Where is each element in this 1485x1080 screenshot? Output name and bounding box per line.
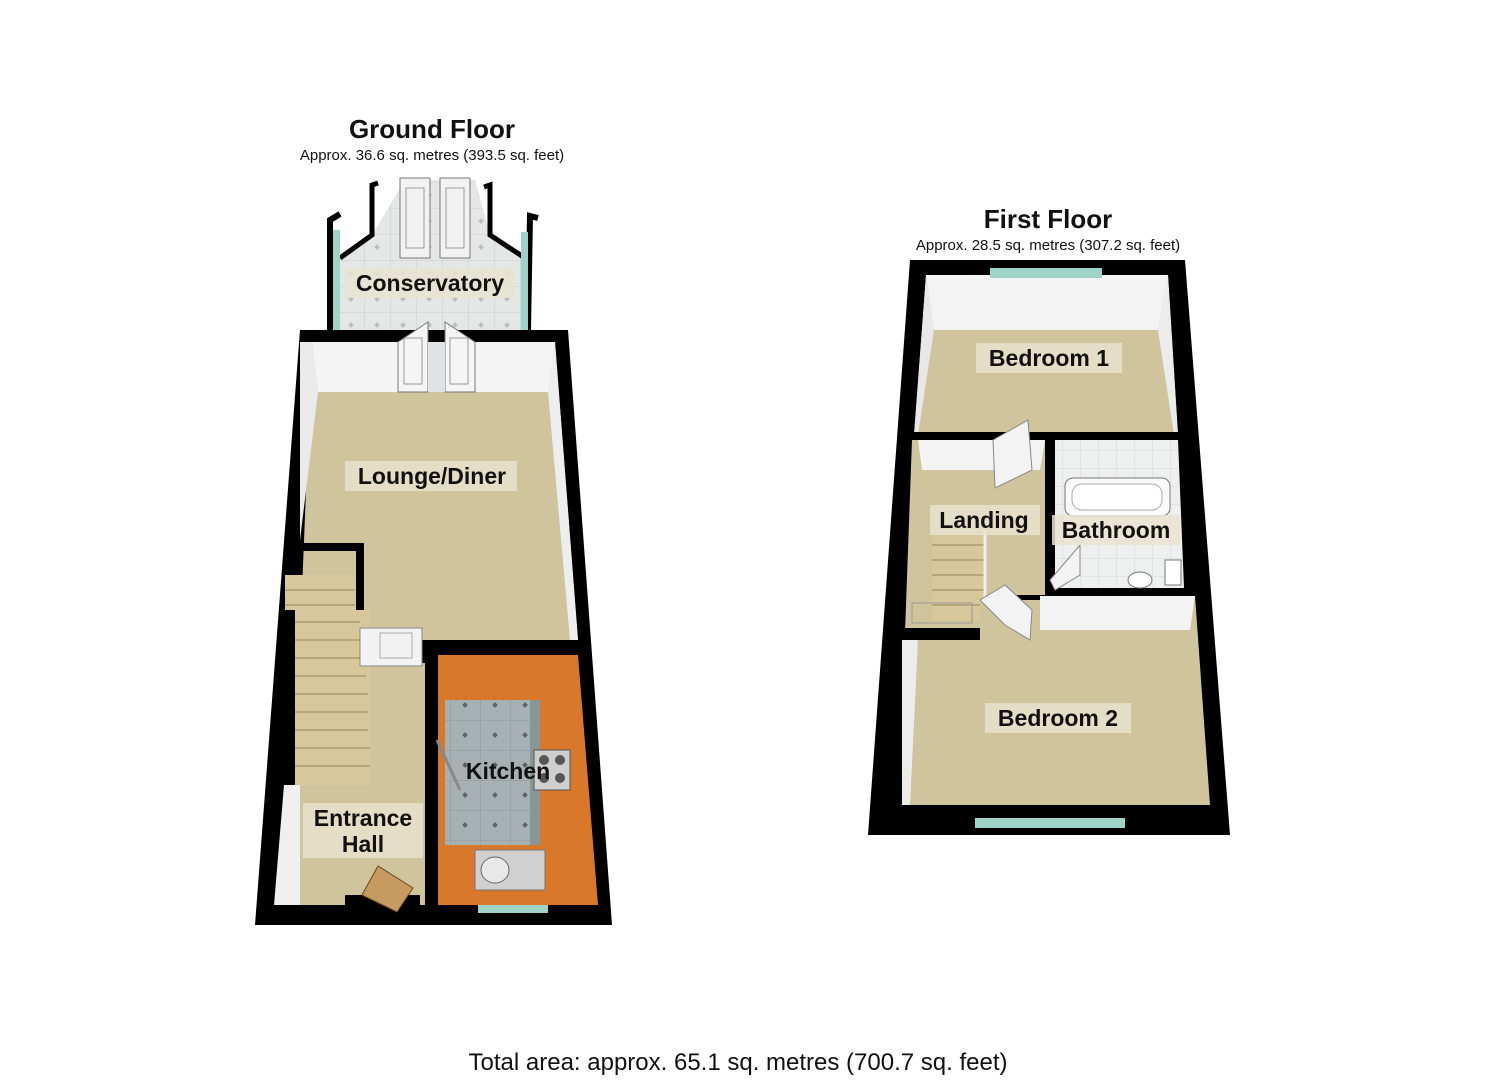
bedroom1-door <box>992 419 1033 489</box>
conservatory-label: Conservatory <box>356 270 504 296</box>
kitchen-floor <box>445 700 530 845</box>
basin <box>1164 559 1182 586</box>
conservatory-doors <box>399 177 471 259</box>
sink <box>474 849 546 891</box>
hob <box>533 749 571 791</box>
bedroom1-label: Bedroom 1 <box>989 345 1109 371</box>
kitchen-label: Kitchen <box>466 758 550 784</box>
bedroom2-label: Bedroom 2 <box>998 705 1118 731</box>
front-door <box>345 865 420 925</box>
bathroom-door <box>1049 543 1081 591</box>
first-floor-title: First Floor <box>984 204 1113 234</box>
ground-floor-title: Ground Floor <box>349 114 515 144</box>
bedroom2-door <box>979 584 1033 641</box>
bathtub <box>1064 477 1171 517</box>
bedroom2-floor <box>902 596 1210 805</box>
total-area: Total area: approx. 65.1 sq. metres (700… <box>469 1049 1008 1076</box>
first-floor-stairs <box>911 530 987 624</box>
lounge-doors <box>397 321 476 393</box>
entrance-label-line2: Hall <box>342 831 384 857</box>
landing-label: Landing <box>939 507 1028 533</box>
ground-floor-area: Approx. 36.6 sq. metres (393.5 sq. feet) <box>300 147 564 164</box>
ground-stairs <box>285 543 370 785</box>
entrance-label-line1: Entrance <box>314 805 412 831</box>
first-floor-plan: First Floor Approx. 28.5 sq. metres (307… <box>868 204 1230 835</box>
hall-door <box>359 627 423 667</box>
toilet <box>1127 571 1153 589</box>
bathroom-label: Bathroom <box>1062 517 1171 543</box>
bedroom1-window <box>990 268 1102 278</box>
first-floor-area: Approx. 28.5 sq. metres (307.2 sq. feet) <box>916 237 1180 254</box>
bedroom2-window <box>975 818 1125 828</box>
lounge-label: Lounge/Diner <box>358 463 506 489</box>
ground-floor-plan: Ground Floor Approx. 36.6 sq. metres (39… <box>255 114 612 925</box>
